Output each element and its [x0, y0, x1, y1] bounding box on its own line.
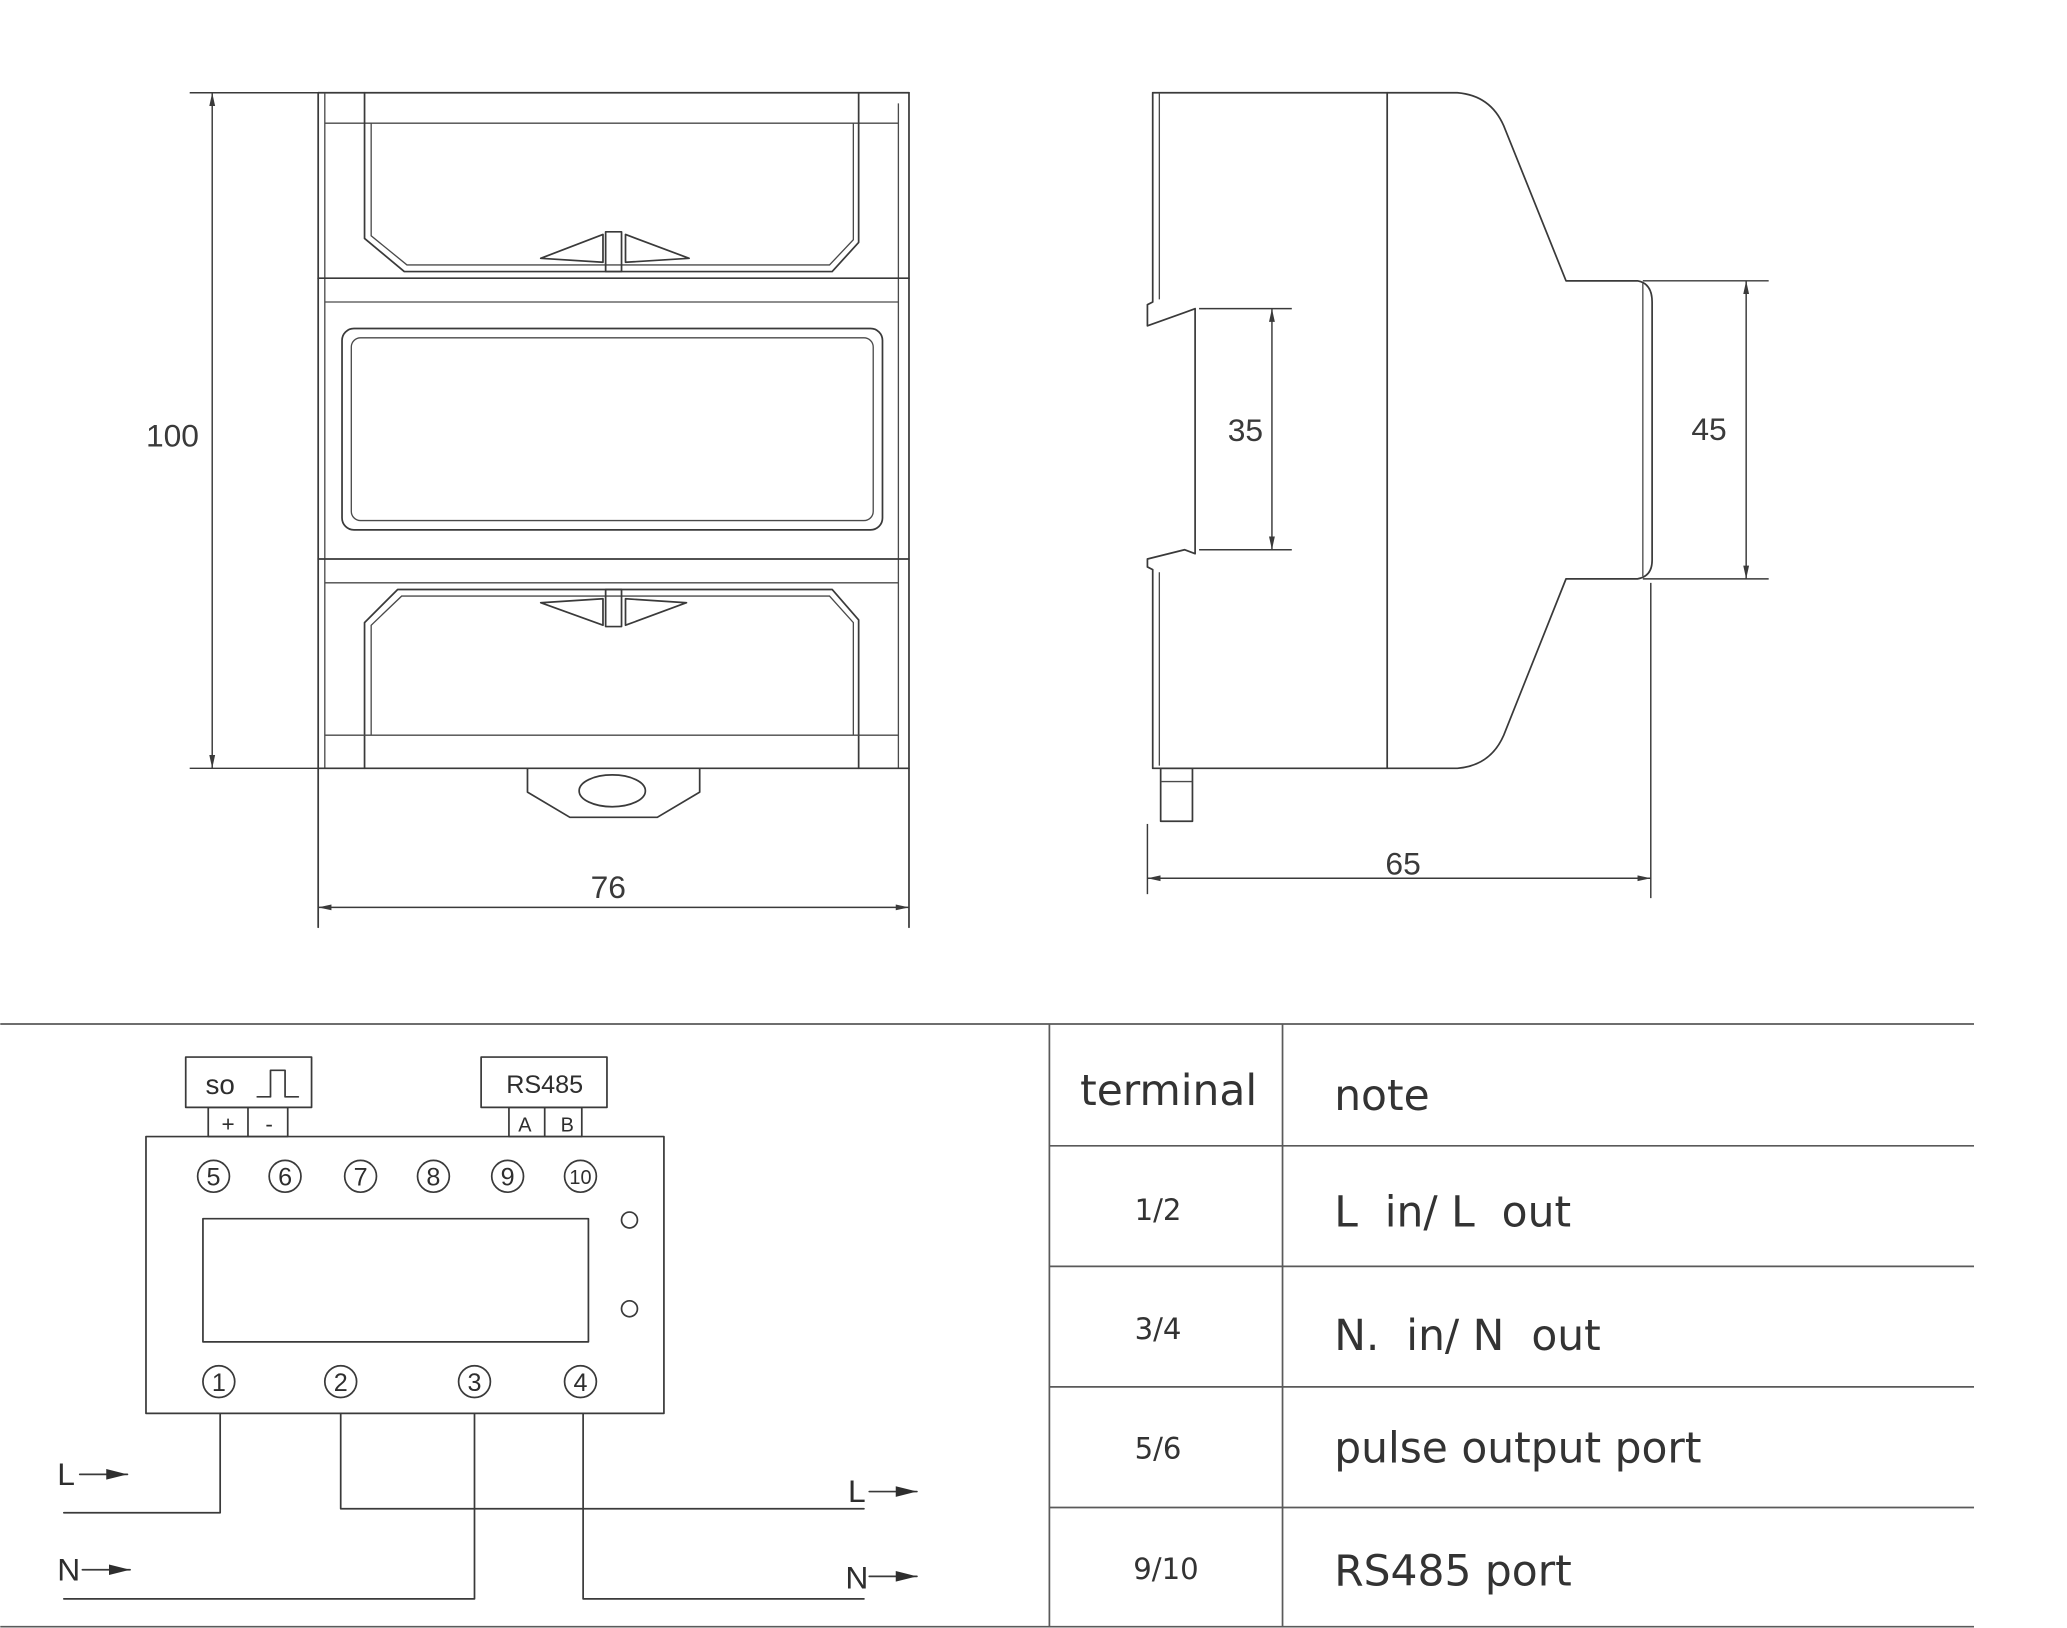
terminal-number: 8	[426, 1164, 440, 1192]
table-row: 5/6 pulse output port	[1135, 1423, 1702, 1472]
terminal-number: 2	[334, 1369, 348, 1397]
bottom-terminal-cover	[363, 588, 860, 770]
line-out-label: L	[848, 1473, 866, 1509]
terminal-circle	[416, 1159, 451, 1194]
neutral-in-label: N	[57, 1551, 80, 1587]
so-minus-label: -	[265, 1111, 272, 1136]
table-row: 3/4 N. in/ N out	[1135, 1311, 1601, 1360]
bottom-terminal-row: 1 2 3 4	[202, 1364, 598, 1399]
din-rail-notch	[1146, 91, 1196, 770]
release-tab-hole	[578, 774, 647, 808]
neutral-out-label: N	[845, 1559, 868, 1595]
terminal-number: 1	[212, 1369, 226, 1397]
terminal-number: 5	[207, 1164, 221, 1192]
width-dimension-label: 76	[591, 869, 626, 905]
meter-body	[145, 1135, 665, 1415]
lower-frame	[0, 1023, 1975, 1628]
terminal-circle	[323, 1364, 358, 1399]
table-cell-terminal: 3/4	[1135, 1312, 1182, 1346]
terminal-number: 4	[573, 1369, 587, 1397]
wire-line-in	[62, 1412, 222, 1514]
terminal-circle	[563, 1159, 598, 1194]
terminal-circle	[196, 1159, 231, 1194]
table-cell-terminal: 5/6	[1135, 1431, 1182, 1465]
display-window-inner	[350, 337, 874, 522]
table-cell-note: RS485 port	[1334, 1547, 1572, 1596]
rs485-b-label: B	[561, 1114, 574, 1136]
rs485-label: RS485	[506, 1071, 583, 1099]
terminal-circle	[268, 1159, 302, 1194]
table-cell-terminal: 9/10	[1133, 1552, 1198, 1586]
table-header-note: note	[1334, 1071, 1429, 1120]
table-cell-note: L in/ L out	[1334, 1188, 1571, 1237]
terminal-number: 6	[278, 1164, 292, 1192]
table-cell-note: pulse output port	[1334, 1423, 1701, 1472]
depth-dimension-label: 65	[1385, 845, 1420, 881]
table-cell-terminal: 1/2	[1135, 1193, 1182, 1227]
bottom-clip-slot	[604, 588, 623, 628]
wire-neutral-in	[62, 1412, 476, 1600]
bottom-clip-left-wedge	[539, 597, 604, 627]
terminal-circle	[202, 1364, 236, 1399]
table-header-terminal: terminal	[1080, 1066, 1257, 1115]
top-clip-right-wedge	[624, 233, 690, 264]
terminal-number: 3	[467, 1369, 481, 1397]
top-terminal-cover-inner	[370, 123, 855, 266]
rs485-a-label: A	[518, 1114, 532, 1136]
display-window	[341, 327, 884, 531]
pulse-icon	[256, 1069, 300, 1098]
wiring-diagram: so + - RS485 A B 5 6 7 8 9 10	[57, 1056, 918, 1600]
so-plus-label: +	[222, 1111, 235, 1136]
indicator-led-icon	[620, 1299, 639, 1318]
side-foot	[1159, 767, 1194, 823]
terminal-number: 10	[569, 1167, 591, 1189]
top-clip-slot	[604, 230, 623, 273]
terminal-circle	[563, 1364, 598, 1399]
terminal-number: 7	[354, 1164, 368, 1192]
terminal-circle	[457, 1364, 492, 1399]
din-release-tab	[526, 767, 701, 819]
table-row: 1/2 L in/ L out	[1135, 1188, 1571, 1237]
terminal-number: 9	[501, 1164, 515, 1192]
bottom-clip-right-wedge	[624, 597, 688, 627]
meter-display	[202, 1217, 590, 1343]
indicator-led-icon	[620, 1211, 639, 1229]
top-clip-left-wedge	[539, 233, 604, 264]
wire-neutral-out	[582, 1412, 865, 1600]
wire-line-out	[339, 1412, 865, 1510]
side-body-outline	[1151, 91, 1653, 770]
terminal-circle	[490, 1159, 525, 1194]
top-terminal-row: 5 6 7 8 9 10	[196, 1159, 598, 1194]
table-row: 9/10 RS485 port	[1133, 1547, 1571, 1596]
height-dimension-label: 100	[146, 417, 199, 453]
side-view: 35 45 65	[1146, 91, 1769, 899]
top-terminal-cover	[363, 91, 860, 273]
line-in-label: L	[57, 1456, 75, 1492]
body-dimension-label: 45	[1691, 411, 1726, 447]
terminal-circle	[343, 1159, 378, 1194]
front-view: 100 76	[146, 91, 910, 929]
bottom-terminal-cover-inner	[370, 595, 855, 736]
terminal-table: terminal note 1/2 L in/ L out 3/4 N. in/…	[1049, 1023, 1975, 1627]
rail-dimension-label: 35	[1228, 412, 1263, 448]
so-label: so	[205, 1069, 234, 1100]
table-cell-note: N. in/ N out	[1334, 1311, 1601, 1360]
